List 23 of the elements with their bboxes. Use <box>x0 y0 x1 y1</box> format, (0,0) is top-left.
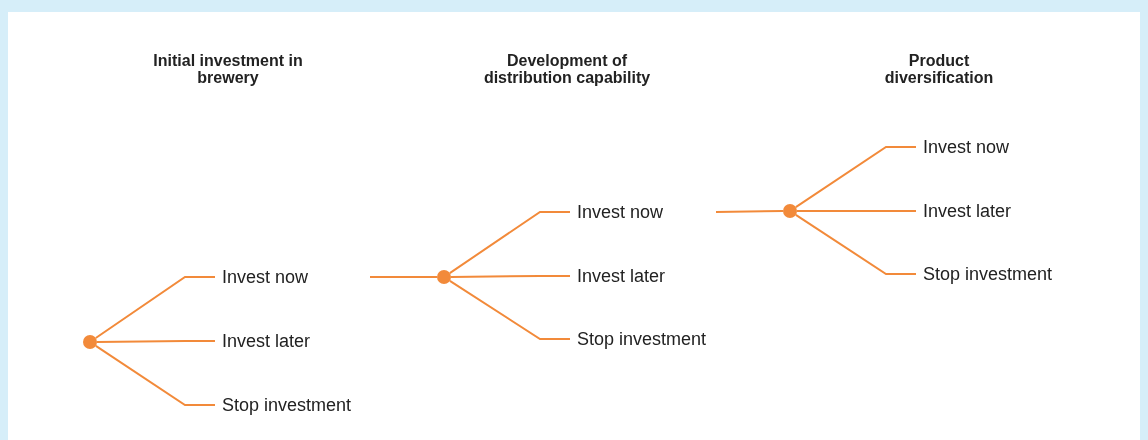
option-label: Invest now <box>923 136 1010 158</box>
column-heading: Initial investment in brewery <box>152 52 304 86</box>
branch-line <box>448 279 571 340</box>
branch-line <box>715 210 784 213</box>
option-label: Stop investment <box>923 263 1053 285</box>
branch-line <box>794 213 917 275</box>
option-label: Invest now <box>222 266 309 288</box>
option-label: Invest later <box>222 330 311 352</box>
branch-line <box>796 210 917 212</box>
branch-line <box>369 276 438 278</box>
option-label: Invest later <box>923 200 1012 222</box>
branch-line <box>794 146 917 209</box>
option-label: Stop investment <box>222 394 352 416</box>
branch-line <box>94 276 216 340</box>
branch-line <box>450 275 571 278</box>
branch-line <box>448 211 571 275</box>
column-heading: Product diversification <box>883 52 995 86</box>
option-label: Invest now <box>577 201 664 223</box>
option-label: Stop investment <box>577 328 707 350</box>
column-heading: Development of distribution capability <box>482 52 652 86</box>
branch-line <box>94 344 216 406</box>
branch-line <box>96 340 216 343</box>
option-label: Invest later <box>577 265 666 287</box>
